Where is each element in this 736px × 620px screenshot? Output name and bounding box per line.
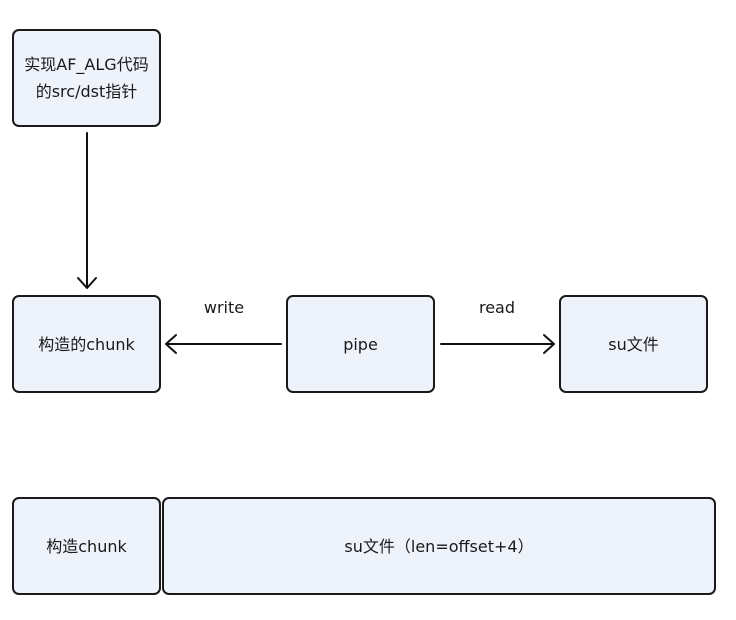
node-su-file-bottom-label: su文件（len=offset+4） bbox=[344, 536, 534, 556]
node-af-alg-line-1: 实现AF_ALG代码 bbox=[24, 55, 149, 74]
node-chunk-bottom: 构造chunk bbox=[12, 497, 161, 595]
edge-pipe-to-chunk-write bbox=[165, 334, 282, 354]
node-su-file-bottom: su文件（len=offset+4） bbox=[162, 497, 716, 595]
edge-label-read: read bbox=[478, 298, 516, 317]
node-af-alg-line-2: 的src/dst指针 bbox=[35, 82, 138, 101]
node-constructed-chunk-label: 构造的chunk bbox=[38, 334, 135, 354]
node-pipe: pipe bbox=[286, 295, 435, 393]
edge-pipe-to-su-read bbox=[440, 334, 555, 354]
edge-label-write: write bbox=[203, 298, 245, 317]
node-constructed-chunk: 构造的chunk bbox=[12, 295, 161, 393]
node-chunk-bottom-label: 构造chunk bbox=[46, 536, 127, 556]
node-pipe-label: pipe bbox=[343, 334, 378, 354]
node-af-alg-pointers: 实现AF_ALG代码 的src/dst指针 bbox=[12, 29, 161, 127]
edge-af-alg-to-chunk bbox=[77, 132, 97, 289]
node-su-file-label: su文件 bbox=[608, 334, 659, 354]
node-su-file: su文件 bbox=[559, 295, 708, 393]
